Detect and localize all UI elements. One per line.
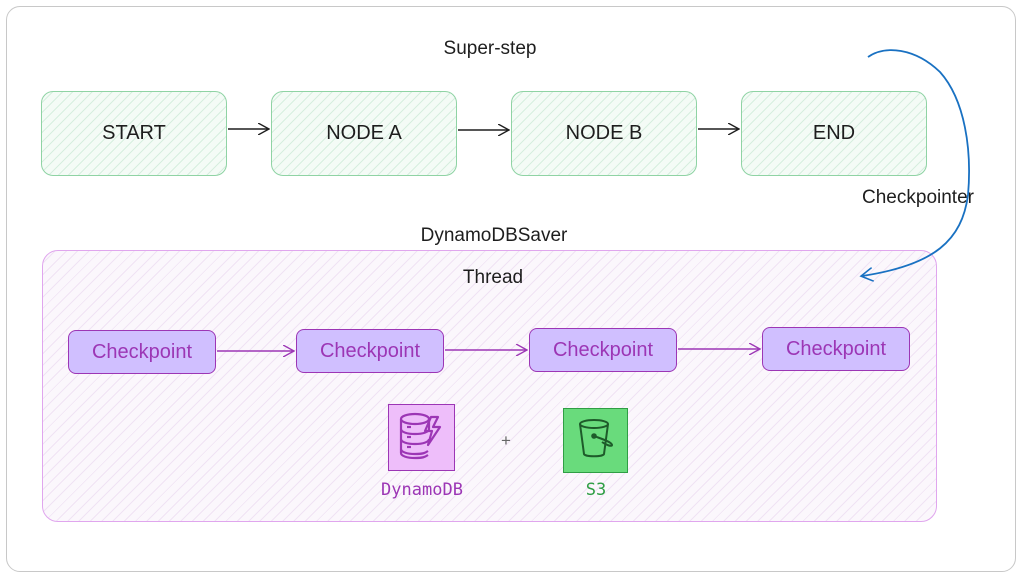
thread-container [42,250,937,522]
checkpointer-label: Checkpointer [862,187,974,208]
checkpoint-2: Checkpoint [296,329,444,373]
dynamodb-icon [388,404,455,471]
checkpointer-arrow [862,49,970,276]
node-b: NODE B [511,91,697,176]
node-end: END [741,91,927,176]
s3-label: S3 [585,480,607,500]
node-a: NODE A [271,91,457,176]
checkpoint-4: Checkpoint [762,327,910,371]
thread-label: Thread [462,267,524,288]
saver-label: DynamoDBSaver [420,225,568,246]
node-start: START [41,91,227,176]
checkpoint-1: Checkpoint [68,330,216,374]
s3-bucket-icon [563,408,628,473]
checkpoint-3: Checkpoint [529,328,677,372]
plus-sign: + [501,431,511,450]
dynamodb-label: DynamoDB [381,480,463,500]
superstep-label: Super-step [443,38,537,59]
